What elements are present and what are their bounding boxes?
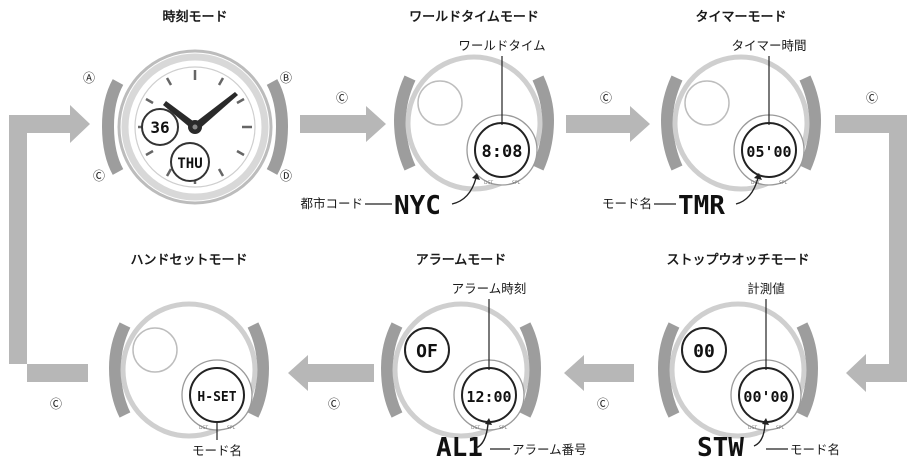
time-mode-panel: 時刻モード 36 THU Ⓐ: [83, 9, 292, 205]
arrow-timer-to-stopwatch: [835, 115, 907, 392]
alarm-number-label: アラーム番号: [512, 442, 587, 457]
flow-arrows: [9, 105, 907, 392]
arrow-stopwatch-to-alarm: [564, 355, 634, 391]
hub-pin: [192, 124, 198, 130]
handset-right-bezel: [247, 322, 270, 418]
c-label-4: Ⓒ: [597, 397, 609, 411]
arrow-alarm-to-handset: [288, 355, 374, 391]
city-code-label: 都市コード: [300, 196, 363, 211]
alarm-callout: アラーム時刻: [452, 281, 527, 296]
arrow-world-to-timer: [566, 106, 650, 142]
c-label-6: Ⓒ: [50, 397, 62, 411]
stopwatch-name-value: STW: [697, 433, 744, 461]
city-code-pointer-head: [472, 173, 480, 180]
button-a-label: Ⓐ: [83, 71, 95, 85]
button-d-label: Ⓓ: [280, 169, 292, 183]
alarm-name-pointer: [475, 423, 489, 449]
stopwatch-mode-title: ストップウオッチモード: [666, 253, 809, 268]
alarm-right-bezel: [519, 322, 542, 418]
alarm-dst-mark: DST: [471, 425, 480, 431]
timer-right-bezel: [799, 75, 822, 171]
timer-callout: タイマー時間: [731, 38, 806, 53]
stopwatch-upper-subdial: [681, 327, 727, 373]
stopwatch-left-bezel: [657, 322, 680, 418]
world-callout: ワールドタイム: [458, 38, 545, 53]
alarm-mode-panel: アラームモード OF 12:00 DST SPL アラーム時刻 AL1 アラーム…: [380, 253, 587, 461]
handset-dst-mark: DST: [199, 425, 208, 431]
timer-dst-mark: DST: [751, 180, 760, 186]
date-subdial: [141, 108, 179, 146]
date-display: 36: [150, 118, 169, 137]
time-mode-title: 時刻モード: [162, 9, 227, 25]
stopwatch-name-pointer: [753, 423, 766, 447]
handset-lcd-display: H-SET: [197, 390, 236, 405]
stopwatch-dst-mark: DST: [748, 425, 757, 431]
alarm-name-pointer-head: [485, 418, 492, 425]
alarm-onoff-display: OF: [416, 341, 438, 362]
c-label-2: Ⓒ: [600, 91, 612, 105]
stopwatch-spl-mark: SPL: [776, 425, 785, 431]
city-code-value: NYC: [394, 191, 441, 221]
world-right-bezel: [532, 75, 555, 171]
day-display: THU: [177, 156, 202, 172]
arrow-time-to-world: [300, 106, 386, 142]
stopwatch-time-display: 00'00: [743, 388, 788, 406]
world-spl-mark: SPL: [512, 180, 521, 186]
stopwatch-name-pointer-head: [762, 418, 769, 425]
day-subdial: [170, 142, 210, 182]
world-left-bezel: [393, 75, 416, 171]
world-mode-title: ワールドタイムモード: [409, 10, 539, 25]
stopwatch-mode-panel: ストップウオッチモード 00 00'00 DST SPL 計測値 STW モード…: [657, 253, 840, 461]
city-code-pointer: [451, 177, 477, 205]
c-label-5: Ⓒ: [328, 397, 340, 411]
timer-upper-subdial: [684, 80, 730, 126]
handset-mode-title: ハンドセットモード: [130, 253, 247, 268]
world-upper-subdial: [417, 80, 463, 126]
timer-name-pointer-head: [754, 173, 762, 180]
stopwatch-name-label: モード名: [790, 442, 840, 457]
alarm-mode-title: アラームモード: [416, 253, 507, 268]
world-dst-mark: DST: [484, 180, 493, 186]
stopwatch-right-bezel: [796, 322, 819, 418]
world-mode-panel: ワールドタイムモード 8:08 DST SPL ワールドタイム 都市コード NY…: [300, 10, 555, 221]
handset-upper-subdial: [132, 327, 178, 373]
handset-name-label: モード名: [192, 443, 242, 458]
alarm-time-display: 12:00: [466, 388, 511, 406]
c-label-1: Ⓒ: [336, 91, 348, 105]
alarm-left-bezel: [380, 322, 403, 418]
timer-left-bezel: [660, 75, 683, 171]
stopwatch-callout: 計測値: [747, 281, 785, 296]
button-b-label: Ⓑ: [280, 71, 292, 85]
handset-spl-mark: SPL: [227, 425, 236, 431]
right-bezel: [266, 79, 289, 175]
arrow-handset-to-time: [9, 105, 90, 382]
timer-spl-mark: SPL: [779, 180, 788, 186]
c-label-3: Ⓒ: [866, 91, 878, 105]
c-button-labels: Ⓒ Ⓒ Ⓒ Ⓒ Ⓒ Ⓒ: [50, 91, 878, 411]
timer-mode-panel: タイマーモード 05'00 DST SPL タイマー時間 モード名 TMR: [602, 10, 822, 221]
handset-left-bezel: [108, 322, 131, 418]
world-time-display: 8:08: [482, 142, 523, 162]
timer-time-display: 05'00: [746, 143, 791, 161]
handset-mode-panel: ハンドセットモード H-SET DST SPL モード名: [108, 253, 270, 458]
hour-hand: [163, 101, 197, 130]
alarm-upper-subdial: [404, 327, 450, 373]
alarm-name-value: AL1: [436, 433, 483, 461]
timer-name-value: TMR: [678, 191, 725, 221]
timer-name-label: モード名: [602, 196, 652, 211]
minute-hand: [192, 92, 238, 131]
stopwatch-small-display: 00: [693, 341, 715, 362]
alarm-spl-mark: SPL: [499, 425, 508, 431]
left-bezel: [101, 79, 124, 175]
timer-name-pointer: [735, 177, 759, 205]
timer-mode-title: タイマーモード: [695, 10, 786, 25]
button-c-label: Ⓒ: [93, 169, 105, 183]
